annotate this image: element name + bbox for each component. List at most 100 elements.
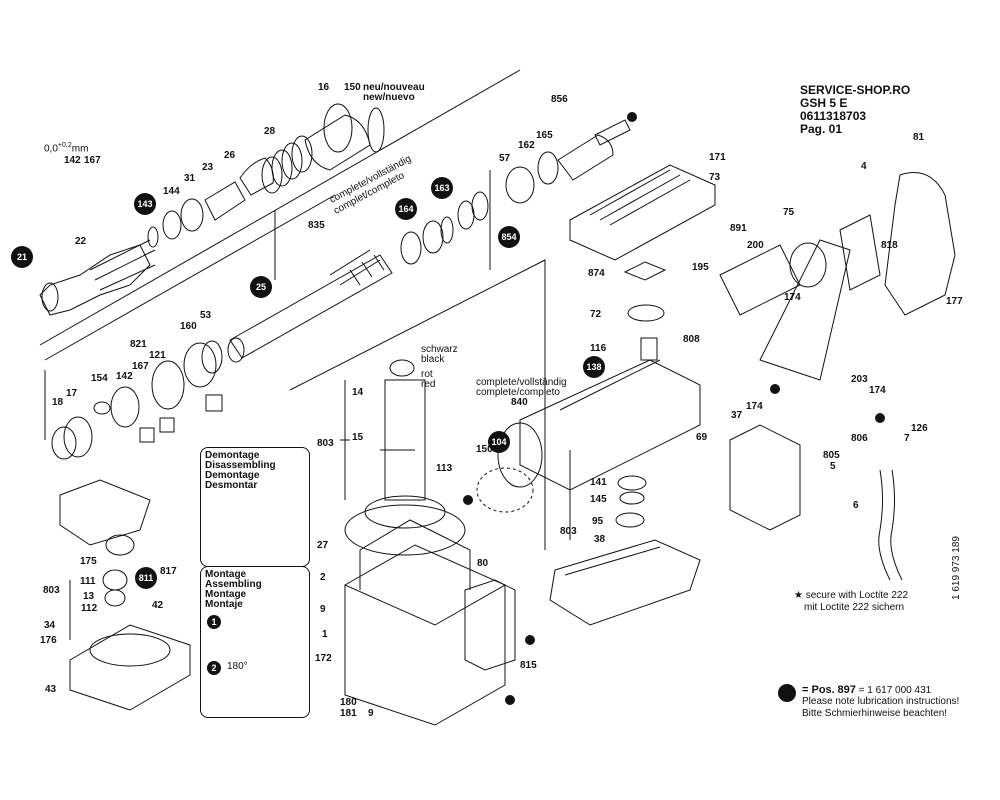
part-label: 113 — [436, 463, 453, 474]
montaje-title: Montaje — [205, 599, 243, 610]
part-label: 817 — [160, 566, 177, 577]
power-cord — [878, 469, 903, 581]
part-label: 891 — [730, 223, 747, 234]
part-label: 53 — [200, 310, 212, 321]
lubrication-pos: = Pos. 897 = 1 617 000 431 — [802, 684, 932, 696]
montage-box: Montage Assembling Montage Montaje 1 2 1… — [200, 566, 310, 718]
part-label: 27 — [317, 540, 329, 551]
part-label: 95 — [592, 516, 604, 527]
part-label: 803 — [43, 585, 60, 596]
part-label: 5 — [830, 461, 836, 472]
loctite-note: ★ secure with Loctite 222 mit Loctite 22… — [794, 590, 908, 614]
part-label: 840 — [511, 397, 528, 408]
demontage-fr-title: Demontage — [205, 470, 260, 481]
label-complete-4: complete/completo — [476, 387, 560, 398]
part-label: 14 — [352, 387, 364, 398]
part-label: 174 — [784, 292, 801, 303]
part-label: 142 — [64, 155, 81, 166]
part-label: 42 — [152, 600, 164, 611]
label-dim: 0,0+0,2mm — [44, 142, 89, 155]
part-label: 28 — [264, 126, 276, 137]
part-label: 7 — [904, 433, 910, 444]
part-label: 815 — [520, 660, 537, 671]
part-label: 38 — [594, 534, 606, 545]
part-label: 121 — [149, 350, 166, 361]
bottom-cover — [549, 539, 701, 626]
part-label: 803 — [317, 438, 334, 449]
part-label: 818 — [881, 240, 898, 251]
part-label: 18 — [52, 397, 64, 408]
part-label: 111 — [80, 576, 96, 587]
part-label: 1 — [322, 629, 328, 640]
label-new: neu/nouveau — [363, 82, 425, 93]
part-label: 69 — [696, 432, 708, 443]
page-number: Pag. 01 — [800, 122, 843, 136]
part-label: 177 — [946, 296, 963, 307]
desmontar-title: Desmontar — [205, 480, 258, 491]
header-block: SERVICE-SHOP.RO GSH 5 E 0611318703 Pag. … — [800, 84, 910, 136]
label-schwarz: schwarz — [421, 344, 458, 355]
part-label: 874 — [588, 268, 605, 279]
part-badge: 138 — [583, 356, 605, 378]
part-label: 203 — [851, 374, 868, 385]
part-label: 116 — [590, 343, 607, 354]
part-label: 805 — [823, 450, 840, 461]
part-label: 141 — [590, 477, 607, 488]
part-label: 167 — [132, 361, 149, 372]
part-label: 174 — [746, 401, 763, 412]
catalog-number: 1 619 973 189 — [951, 536, 962, 600]
lubrication-note-de: Bitte Schmierhinweise beachten! — [802, 708, 948, 719]
part-badge: 164 — [395, 198, 417, 220]
label-new2: new/nuevo — [363, 92, 415, 103]
lubrication-note-en: Please note lubrication instructions! — [802, 696, 960, 707]
part-label: 80 — [477, 558, 489, 569]
part-label: 162 — [518, 140, 535, 151]
part-label: 835 — [308, 220, 325, 231]
step-2-badge: 2 — [207, 661, 221, 675]
part-label: 43 — [45, 684, 57, 695]
part-label: 2 — [320, 572, 326, 583]
part-label: 176 — [40, 635, 57, 646]
part-label: 195 — [692, 262, 709, 273]
loctite-en: ★ secure with Loctite 222 — [794, 590, 909, 601]
label-red: red — [421, 379, 436, 390]
part-number: 0611318703 — [800, 109, 867, 123]
part-label: 171 — [709, 152, 726, 163]
part-label: 15 — [352, 432, 364, 443]
part-label: 4 — [861, 161, 867, 172]
montage-title: Montage — [205, 569, 247, 580]
part-label: 37 — [731, 410, 743, 421]
part-label: 200 — [747, 240, 764, 251]
ring-group — [51, 340, 223, 460]
part-label: 75 — [783, 207, 795, 218]
part-label: 81 — [913, 132, 925, 143]
part-label: 806 — [851, 433, 868, 444]
part-label: 9 — [368, 708, 374, 719]
part-badge: 21 — [11, 246, 33, 268]
step-1-badge: 1 — [207, 615, 221, 629]
loctite-de: mit Loctite 222 sichern — [804, 602, 905, 613]
brush-holder-plate — [59, 479, 151, 607]
label-complete-3: complete/vollständig — [476, 377, 567, 388]
part-label: 144 — [163, 186, 180, 197]
switch-housing — [729, 424, 801, 531]
part-badge: 854 — [498, 226, 520, 248]
part-label: 6 — [853, 500, 859, 511]
label-black: black — [421, 354, 445, 365]
part-label: 16 — [318, 82, 330, 93]
disassembling-title: Disassembling — [205, 460, 276, 471]
part-label: 172 — [315, 653, 332, 664]
part-label: 73 — [709, 172, 721, 183]
part-label: 856 — [551, 94, 568, 105]
part-badge: 163 — [431, 177, 453, 199]
model-name: GSH 5 E — [800, 96, 848, 110]
electronic-module — [464, 579, 516, 671]
part-label: 174 — [869, 385, 886, 396]
angle-label: 180° — [227, 661, 248, 672]
part-label: 821 — [130, 339, 147, 350]
lubrication-dot-icon — [778, 684, 796, 702]
part-label: 167 — [84, 155, 101, 166]
part-label: 142 — [116, 371, 133, 382]
part-label: 34 — [44, 620, 56, 631]
demontage-box: Demontage Disassembling Demontage Desmon… — [200, 447, 310, 567]
